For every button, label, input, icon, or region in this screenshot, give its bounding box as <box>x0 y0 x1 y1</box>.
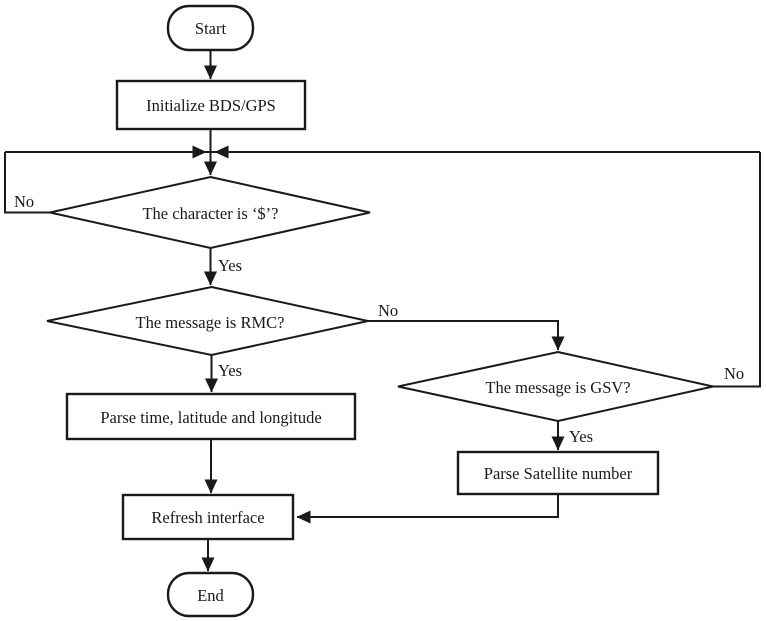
node-char-check-label: The character is ‘$’? <box>142 204 278 223</box>
node-char-check: The character is ‘$’? <box>49 175 371 250</box>
node-end-label: End <box>197 586 224 605</box>
node-rmc-check: The message is RMC? <box>46 285 369 357</box>
edge-label-char-yes: Yes <box>218 256 242 275</box>
node-initialize-label: Initialize BDS/GPS <box>146 96 276 115</box>
node-parse-satellite: Parse Satellite number <box>456 450 660 496</box>
edge-label-gsv-no: No <box>724 364 744 383</box>
edge-parsesat-refresh <box>296 494 559 524</box>
edge-char-no-loop <box>4 152 50 214</box>
node-start: Start <box>166 4 255 52</box>
node-parse-satellite-label: Parse Satellite number <box>484 464 633 483</box>
node-initialize: Initialize BDS/GPS <box>115 79 307 131</box>
edge-gsv-no-loop <box>713 152 761 388</box>
node-parse-time: Parse time, latitude and longitude <box>65 392 357 441</box>
edge-label-char-no: No <box>14 192 34 211</box>
node-parse-time-label: Parse time, latitude and longitude <box>100 408 321 427</box>
edge-label-gsv-yes: Yes <box>569 427 593 446</box>
merge-arrow-left-icon <box>192 145 207 159</box>
node-rmc-check-label: The message is RMC? <box>136 313 285 332</box>
node-end: End <box>166 571 255 618</box>
edge-rmc-no <box>368 320 565 351</box>
merge-arrow-right-icon <box>214 145 229 159</box>
node-start-label: Start <box>195 19 227 38</box>
node-refresh-label: Refresh interface <box>151 508 264 527</box>
node-gsv-check: The message is GSV? <box>397 350 714 423</box>
edge-label-rmc-yes: Yes <box>218 361 242 380</box>
node-gsv-check-label: The message is GSV? <box>485 378 630 397</box>
node-refresh: Refresh interface <box>121 493 295 541</box>
edge-label-rmc-no: No <box>378 301 398 320</box>
